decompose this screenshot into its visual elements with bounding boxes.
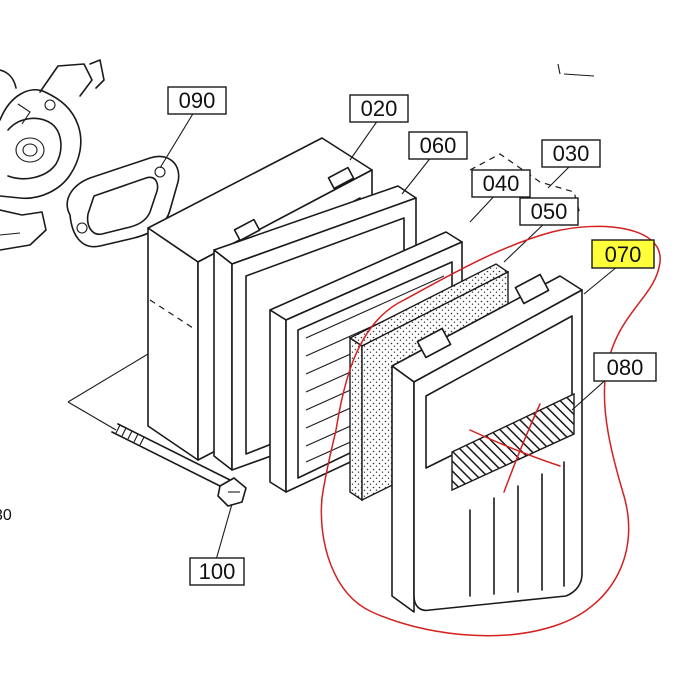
- gasket-part: [66, 155, 180, 248]
- part-number-070: 070: [605, 242, 642, 267]
- part-number-020: 020: [361, 96, 398, 121]
- callout-090: 090: [167, 86, 227, 115]
- callout-060: 060: [408, 131, 468, 160]
- red-cross-mark: [469, 429, 561, 467]
- part-number-100: 100: [199, 559, 236, 584]
- carburetor-fragment: [0, 59, 105, 251]
- part-number-090: 090: [179, 88, 216, 113]
- callout-020: 020: [349, 94, 409, 123]
- part-number-080: 080: [607, 355, 644, 380]
- callout-050: 050: [519, 197, 579, 226]
- part-number-040: 040: [483, 171, 520, 196]
- red-annotation-outline: [320, 225, 661, 637]
- callout-100: 100: [189, 557, 245, 586]
- callout-080: 080: [593, 352, 657, 382]
- edge-label-fragment: 30: [0, 507, 12, 524]
- air-cleaner-cover-part: [391, 273, 583, 613]
- callout-040: 040: [471, 169, 531, 198]
- crop-marks: [557, 63, 595, 77]
- callout-030: 030: [541, 139, 601, 168]
- part-number-060: 060: [420, 133, 457, 158]
- bolt-part: [111, 423, 247, 507]
- callout-070: 070: [591, 239, 655, 269]
- part-number-050: 050: [531, 199, 568, 224]
- part-number-030: 030: [553, 141, 590, 166]
